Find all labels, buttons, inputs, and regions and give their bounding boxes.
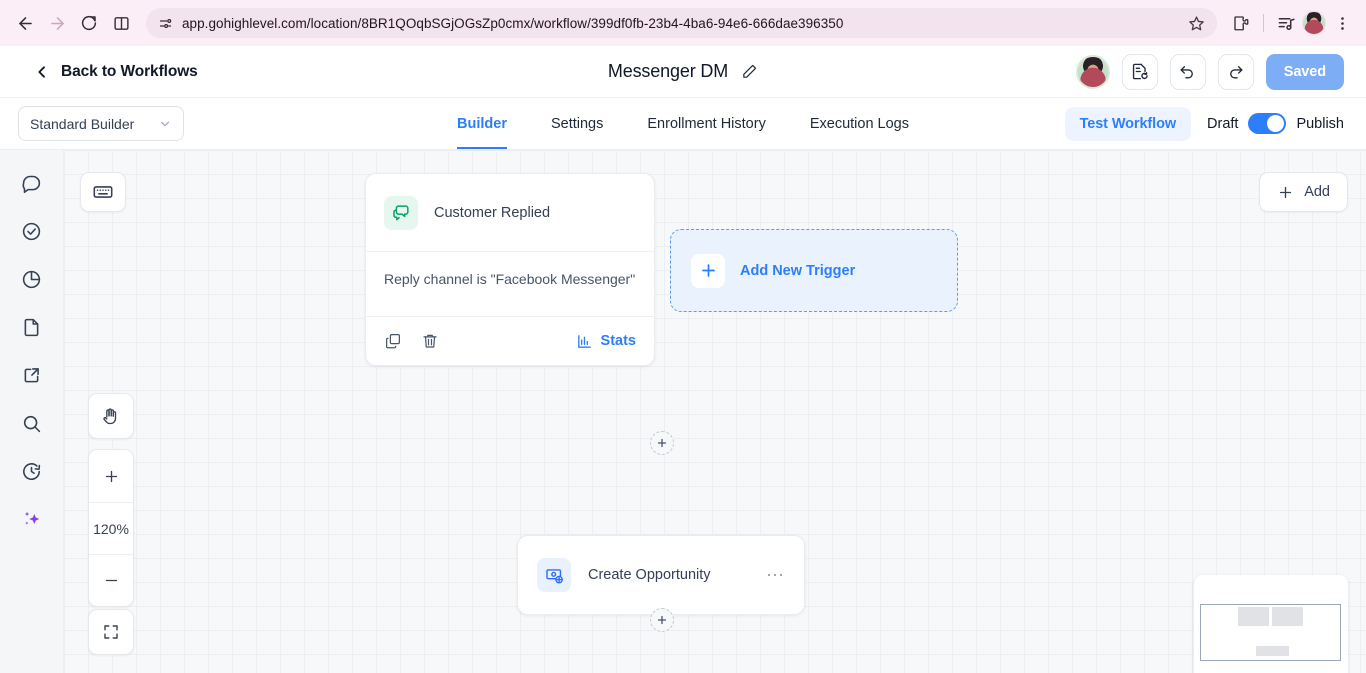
action-node-title: Create Opportunity — [588, 567, 711, 583]
chevron-left-icon — [34, 64, 50, 80]
tab-execution-logs-label: Execution Logs — [809, 115, 909, 132]
add-step-button-bottom[interactable] — [650, 608, 674, 632]
avatar[interactable] — [1075, 54, 1110, 89]
trigger-stats-label: Stats — [600, 333, 636, 349]
builder-mode-select[interactable]: Standard Builder — [18, 106, 184, 141]
document-refresh-icon[interactable] — [1121, 53, 1158, 90]
toggle-knob — [1267, 115, 1285, 132]
back-to-workflows-label: Back to Workflows — [61, 62, 198, 80]
trigger-node-footer: Stats — [366, 316, 654, 365]
zoom-controls: 120% — [88, 449, 134, 607]
back-arrow-icon[interactable] — [10, 8, 40, 38]
canvas-minimap[interactable] — [1194, 575, 1348, 673]
trigger-node-customer-replied[interactable]: Customer Replied Reply channel is "Faceb… — [365, 173, 655, 366]
browser-profile-avatar[interactable] — [1302, 11, 1326, 35]
page-title: Messenger DM — [607, 61, 729, 81]
add-node-label: Add — [1304, 184, 1330, 200]
publish-toggle-group: Draft Publish — [1207, 113, 1344, 134]
undo-icon[interactable] — [1169, 53, 1206, 90]
trigger-node-title: Customer Replied — [434, 204, 551, 221]
tab-builder[interactable]: Builder — [435, 98, 529, 149]
media-playlist-icon[interactable] — [1272, 9, 1300, 37]
header-actions: Saved — [1075, 53, 1344, 90]
zoom-in-button[interactable] — [89, 450, 133, 502]
tab-settings[interactable]: Settings — [529, 98, 625, 149]
kebab-menu-icon[interactable] — [1328, 9, 1356, 37]
address-bar[interactable]: app.gohighlevel.com/location/8BR1QOqbSGj… — [146, 8, 1217, 38]
clock-history-icon[interactable] — [15, 454, 49, 488]
hand-pan-icon[interactable] — [88, 393, 134, 439]
trash-icon[interactable] — [421, 332, 439, 350]
minimap-node — [1272, 607, 1303, 626]
publish-toggle[interactable] — [1248, 113, 1287, 134]
add-new-trigger-label: Add New Trigger — [740, 262, 856, 279]
left-rail — [0, 150, 64, 673]
add-new-trigger-button[interactable]: Add New Trigger — [670, 229, 958, 312]
url-text: app.gohighlevel.com/location/8BR1QOqbSGj… — [182, 15, 844, 31]
check-circle-icon[interactable] — [15, 214, 49, 248]
extensions-puzzle-icon[interactable] — [1227, 9, 1255, 37]
chevron-down-icon — [158, 117, 172, 131]
forward-arrow-icon — [42, 8, 72, 38]
builder-mode-label: Standard Builder — [30, 115, 135, 132]
split-screen-icon[interactable] — [106, 8, 136, 38]
duplicate-icon[interactable] — [384, 332, 402, 350]
star-icon[interactable] — [1188, 15, 1205, 32]
bar-chart-icon — [576, 333, 593, 350]
draft-label: Draft — [1207, 115, 1239, 132]
tab-enrollment-history-label: Enrollment History — [647, 115, 766, 132]
app-header: Back to Workflows Messenger DM Saved — [0, 46, 1366, 98]
tab-enrollment-history[interactable]: Enrollment History — [625, 98, 787, 149]
document-icon[interactable] — [15, 310, 49, 344]
reload-icon[interactable] — [74, 8, 104, 38]
toolbar-divider — [1263, 14, 1264, 32]
customer-replied-chat-icon — [384, 195, 418, 230]
tab-settings-label: Settings — [550, 115, 604, 132]
add-node-button[interactable]: Add — [1259, 172, 1348, 212]
plus-icon — [691, 253, 725, 288]
app-body: 120% Add Customer Replied Reply channel … — [0, 150, 1366, 673]
pie-chart-icon[interactable] — [15, 262, 49, 296]
zoom-out-button[interactable] — [89, 554, 133, 606]
plus-icon — [1277, 184, 1294, 201]
save-status-button[interactable]: Saved — [1265, 53, 1344, 90]
workflow-canvas[interactable]: 120% Add Customer Replied Reply channel … — [64, 150, 1366, 673]
chat-bubble-icon[interactable] — [15, 166, 49, 200]
minimap-viewport[interactable] — [1200, 604, 1341, 661]
back-to-workflows-button[interactable]: Back to Workflows — [34, 63, 198, 81]
zoom-level-label: 120% — [89, 502, 133, 554]
pencil-icon[interactable] — [741, 63, 758, 80]
create-opportunity-icon — [537, 558, 571, 592]
redo-icon[interactable] — [1217, 53, 1254, 90]
publish-label: Publish — [1296, 115, 1344, 132]
add-step-button-mid[interactable] — [650, 431, 674, 455]
trigger-condition-text: Reply channel is "Facebook Messenger" — [384, 271, 636, 287]
action-node-create-opportunity[interactable]: Create Opportunity ⋯ — [517, 535, 805, 615]
test-workflow-button[interactable]: Test Workflow — [1064, 106, 1192, 141]
trigger-node-header: Customer Replied — [366, 174, 654, 252]
search-icon[interactable] — [15, 406, 49, 440]
tab-execution-logs[interactable]: Execution Logs — [788, 98, 931, 149]
ellipsis-icon[interactable]: ⋯ — [766, 565, 785, 585]
toolbar-actions: Test Workflow Draft Publish — [1064, 106, 1344, 141]
site-settings-icon[interactable] — [158, 16, 173, 31]
trigger-stats-button[interactable]: Stats — [576, 333, 636, 350]
fit-to-screen-icon[interactable] — [88, 609, 134, 655]
workflow-toolbar: Standard Builder Builder Settings Enroll… — [0, 98, 1366, 150]
browser-toolbar: app.gohighlevel.com/location/8BR1QOqbSGj… — [0, 0, 1366, 46]
tab-builder-label: Builder — [457, 115, 507, 132]
minimap-node — [1256, 646, 1289, 656]
ai-sparkle-icon[interactable] — [15, 502, 49, 536]
minimap-node — [1238, 607, 1269, 626]
keyboard-shortcuts-icon[interactable] — [80, 172, 126, 212]
external-link-icon[interactable] — [15, 358, 49, 392]
tab-bar: Builder Settings Enrollment History Exec… — [0, 98, 1366, 149]
